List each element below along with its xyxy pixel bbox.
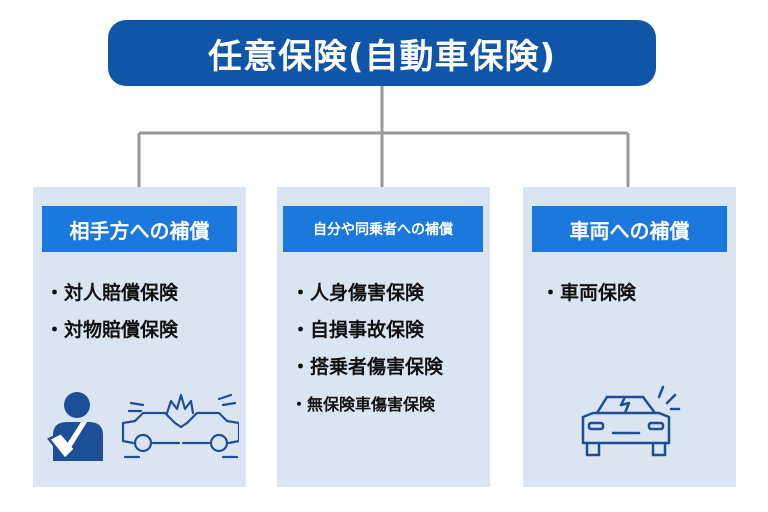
card-header: 自分や同乗者への補償 [283,206,483,252]
coverage-list: ・対人賠償保険 ・対物賠償保険 [33,275,246,349]
list-item: ・人身傷害保険 [291,282,425,304]
car-collision-icon [121,393,239,459]
list-item: ・車両保険 [541,282,637,304]
coverage-list: ・人身傷害保険 ・自損事故保険 ・搭乗者傷害保険 ・無保険車傷害保険 [277,275,490,423]
damaged-car-icon [581,385,681,457]
coverage-list: ・車両保険 [523,275,736,312]
list-item: ・対人賠償保険 [45,282,179,304]
card-third-party-coverage: 相手方への補償 ・対人賠償保険 ・対物賠償保険 [33,187,246,487]
list-item: ・搭乗者傷害保険 [291,356,444,378]
list-item: ・自損事故保険 [291,319,425,341]
list-item: ・無保険車傷害保険 [291,395,436,414]
list-item: ・対物賠償保険 [45,319,179,341]
card-vehicle-coverage: 車両への補償 ・車両保険 [523,187,736,487]
injured-person-icon [47,392,103,461]
card-header: 相手方への補償 [42,206,237,252]
page-title: 任意保険(自動車保険) [108,20,656,86]
card-header: 車両への補償 [532,206,727,252]
card-self-passenger-coverage: 自分や同乗者への補償 ・人身傷害保険 ・自損事故保険 ・搭乗者傷害保険 ・無保険… [277,187,490,487]
